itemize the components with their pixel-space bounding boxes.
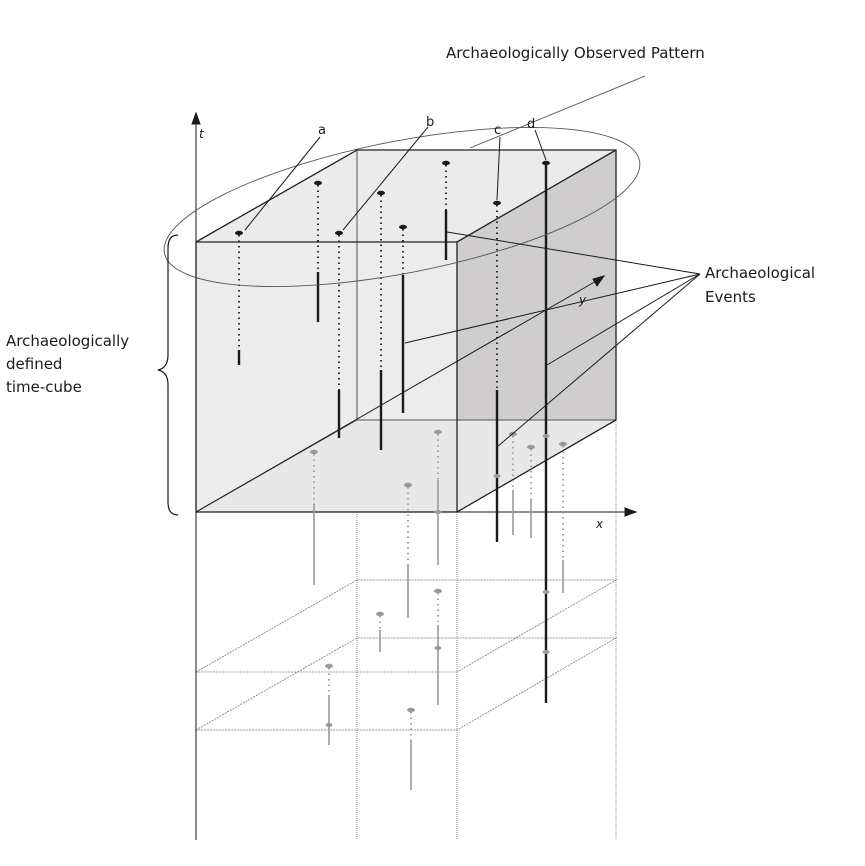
event-7-cap bbox=[542, 160, 550, 166]
leader-a bbox=[244, 136, 321, 231]
events-pointer-3 bbox=[546, 273, 701, 366]
x-axis-label: x bbox=[595, 517, 604, 531]
event-1-cap bbox=[314, 180, 322, 186]
lower-layer-1 bbox=[194, 579, 618, 673]
observed-pattern-label: Archaeologically Observed Pattern bbox=[446, 44, 705, 62]
time-cube bbox=[195, 149, 617, 513]
marker-d: d bbox=[527, 117, 535, 132]
event-16-cap bbox=[325, 663, 333, 669]
event-4-cap bbox=[399, 224, 407, 230]
archaeological-events bbox=[235, 160, 567, 790]
event-0-cap bbox=[235, 230, 243, 236]
events-pointer-1 bbox=[446, 231, 701, 275]
marker-a: a bbox=[318, 123, 326, 138]
time-cube-brace bbox=[157, 234, 179, 516]
axes bbox=[191, 111, 638, 840]
events-pointers bbox=[404, 231, 701, 448]
y-axis-label: y bbox=[578, 293, 587, 307]
observed-pattern-leader bbox=[469, 75, 646, 149]
event-8-cap bbox=[310, 449, 318, 455]
y-axis-arrow bbox=[592, 275, 606, 287]
cube-top-face bbox=[196, 150, 616, 242]
marker-leaders bbox=[244, 126, 547, 231]
event-secondary-cap-0 bbox=[493, 474, 501, 478]
event-secondary-cap-6 bbox=[434, 510, 442, 514]
events-pointer-4 bbox=[496, 273, 701, 448]
events-pointer-2 bbox=[404, 273, 701, 344]
event-secondary-cap-1 bbox=[542, 434, 550, 438]
marker-c: c bbox=[494, 123, 501, 138]
event-secondary-cap-4 bbox=[542, 650, 550, 654]
cube-bottom-face bbox=[196, 420, 616, 512]
observed-pattern-ellipse bbox=[163, 126, 641, 288]
cube-right-top-edge bbox=[456, 149, 617, 243]
event-10-cap bbox=[434, 429, 442, 435]
cube-label-line1: Archaeologically bbox=[6, 332, 129, 350]
event-secondary-cap-5 bbox=[325, 723, 333, 727]
lower-layer-2 bbox=[194, 637, 618, 731]
cube-label-line2: defined bbox=[6, 355, 62, 373]
marker-b: b bbox=[426, 115, 434, 130]
leader-b bbox=[342, 126, 429, 231]
events-label-line2: Events bbox=[705, 288, 756, 306]
event-15-cap bbox=[434, 588, 442, 594]
leader-c bbox=[496, 136, 501, 201]
leader-d bbox=[534, 129, 547, 161]
event-9-cap bbox=[404, 482, 412, 488]
event-12-cap bbox=[527, 444, 535, 450]
event-5-cap bbox=[442, 160, 450, 166]
event-2-cap bbox=[335, 230, 343, 236]
x-axis-arrow bbox=[624, 507, 638, 517]
event-secondary-cap-2 bbox=[434, 646, 442, 650]
event-secondary-cap-3 bbox=[542, 590, 550, 594]
y-axis bbox=[195, 279, 599, 513]
t-axis-label: t bbox=[199, 127, 205, 141]
event-6-cap bbox=[493, 200, 501, 206]
t-axis-arrow bbox=[191, 111, 201, 125]
event-13-cap bbox=[559, 441, 567, 447]
events-label-line1: Archaeological bbox=[705, 264, 815, 282]
event-3-cap bbox=[377, 190, 385, 196]
event-17-cap bbox=[407, 707, 415, 713]
event-14-cap bbox=[376, 611, 384, 617]
cube-label-line3: time-cube bbox=[6, 378, 82, 396]
